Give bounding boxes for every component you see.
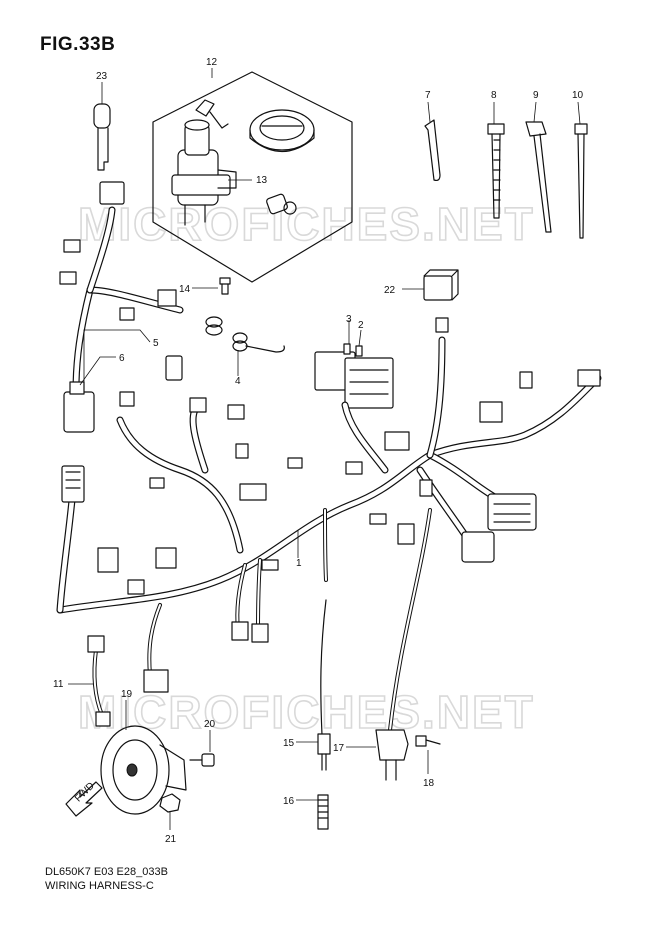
tie-10: [574, 123, 588, 239]
fuse-box: [314, 343, 394, 409]
connectors: [59, 181, 601, 727]
callout-15: 15: [283, 738, 295, 749]
figure-name: WIRING HARNESS-C: [45, 880, 154, 892]
callout-4: 4: [235, 376, 241, 387]
callout-11: 11: [53, 679, 64, 690]
horn: [100, 725, 215, 815]
callout-22: 22: [384, 285, 396, 296]
watermark-bottom: MICROFICHES.NET: [78, 686, 535, 738]
callout-12: 12: [206, 57, 218, 68]
callout-8: 8: [491, 90, 497, 101]
callout-17: 17: [333, 743, 345, 754]
clamp-wire: [205, 316, 285, 353]
callouts: 1 2 3 4 5 6 7 8 9 10 11 12 13 14 15 16 1…: [53, 57, 584, 845]
callout-3: 3: [346, 314, 352, 325]
callout-23: 23: [96, 71, 108, 82]
callout-18: 18: [423, 778, 435, 789]
callout-7: 7: [425, 90, 431, 101]
callout-1: 1: [296, 558, 302, 569]
clamp-9: [525, 121, 552, 233]
fwd-arrow-icon: FWD: [65, 780, 103, 817]
watermark-top: MICROFICHES.NET: [78, 198, 535, 250]
callout-2: 2: [358, 320, 364, 331]
callout-5: 5: [153, 338, 159, 349]
resistor-box: [63, 381, 95, 433]
screw: [219, 277, 231, 295]
callout-13: 13: [256, 175, 268, 186]
callout-21: 21: [165, 834, 177, 845]
leader-lines: [68, 68, 581, 830]
callout-10: 10: [572, 90, 584, 101]
callout-6: 6: [119, 353, 125, 364]
key-blank: [93, 103, 111, 171]
sensor-switch: [317, 733, 331, 830]
wiring-harness: [56, 206, 602, 736]
clamp-8: [487, 123, 505, 219]
figure-title: FIG.33B: [40, 34, 116, 55]
ignition-switch-set: [152, 71, 353, 283]
callout-14: 14: [179, 284, 191, 295]
callout-19: 19: [121, 689, 133, 700]
callout-9: 9: [533, 90, 539, 101]
callout-20: 20: [204, 719, 216, 730]
callout-16: 16: [283, 796, 295, 807]
relay: [423, 269, 459, 333]
clamp-7: [424, 119, 441, 182]
figure-code: DL650K7 E03 E28_033B: [45, 866, 168, 878]
side-stand-switch: [375, 729, 441, 781]
